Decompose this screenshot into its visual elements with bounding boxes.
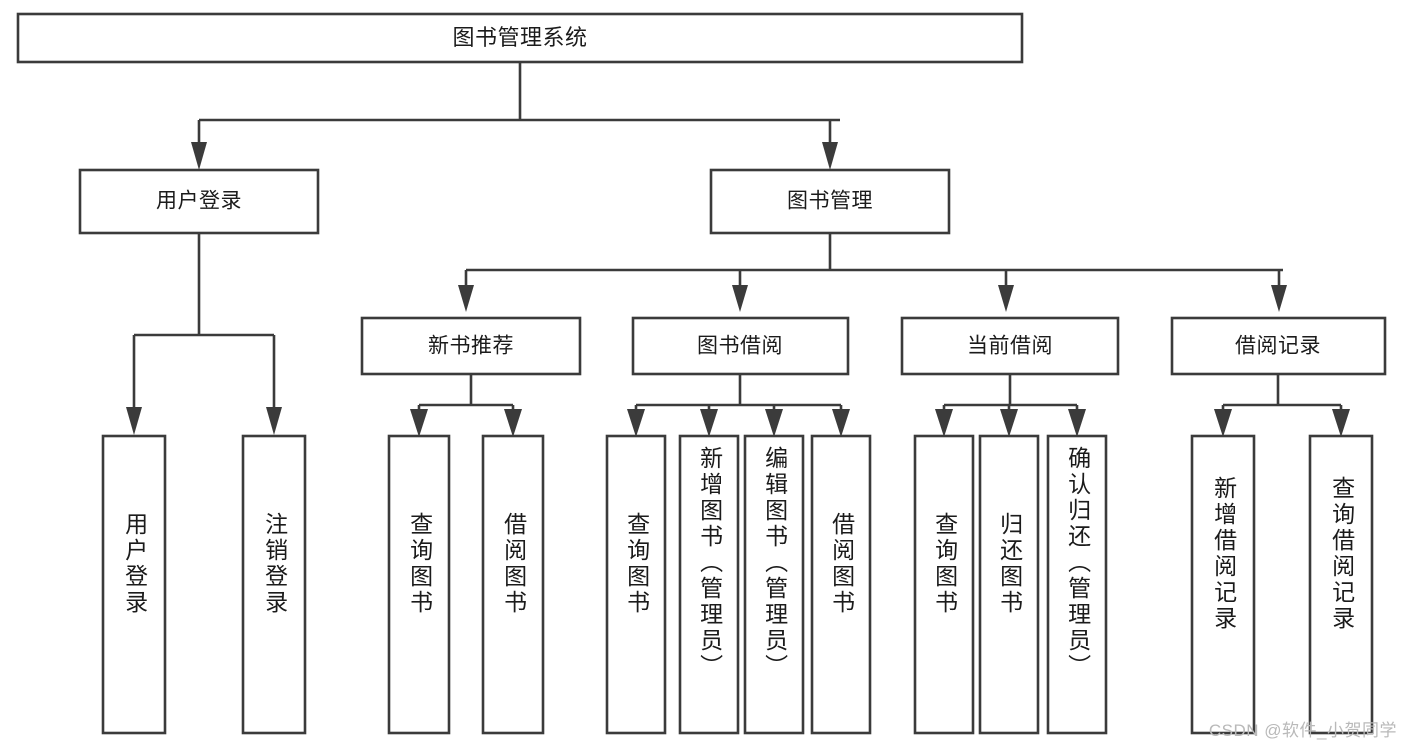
leaf-box-record-1[interactable] — [1190, 434, 1256, 735]
node-user-login[interactable]: 用户登录 — [78, 168, 320, 235]
arrow-head-icon — [504, 409, 522, 437]
node-book-borrow-label: 图书借阅 — [697, 335, 783, 358]
arrow-head-icon — [126, 407, 142, 435]
leaf-box-borrow-1[interactable] — [605, 434, 667, 735]
arrow-head-icon — [266, 407, 282, 435]
arrow-head-icon — [1271, 285, 1287, 312]
node-new-book-recommend[interactable]: 新书推荐 — [360, 316, 582, 376]
node-user-login-label: 用户登录 — [156, 190, 242, 213]
node-borrow-record[interactable]: 借阅记录 — [1170, 316, 1387, 376]
node-current-borrow[interactable]: 当前借阅 — [900, 316, 1120, 376]
arrow-head-icon — [822, 142, 838, 170]
leaf-box-borrow-4[interactable] — [810, 434, 872, 735]
connector-borrow-record-to-leaves — [1214, 374, 1350, 437]
node-root-box[interactable] — [16, 12, 1024, 64]
arrow-head-icon — [627, 409, 645, 437]
node-user-login-box[interactable] — [78, 168, 320, 235]
leaf-box-user-login-1[interactable] — [101, 434, 167, 735]
leaf-box-recommend-2[interactable] — [481, 434, 545, 735]
arrow-head-icon — [1068, 409, 1086, 437]
node-book-manage[interactable]: 图书管理 — [709, 168, 951, 235]
leaf-box-current-2[interactable] — [978, 434, 1040, 735]
connector-book-borrow-to-leaves — [627, 374, 850, 437]
leaf-box-borrow-2[interactable] — [678, 434, 740, 735]
arrow-head-icon — [1332, 409, 1350, 437]
arrow-head-icon — [765, 409, 783, 437]
node-root-label: 图书管理系统 — [452, 25, 587, 50]
leaf-box-user-login-2[interactable] — [241, 434, 307, 735]
leaf-box-record-2[interactable] — [1308, 434, 1374, 735]
arrow-head-icon — [1000, 409, 1018, 437]
node-book-borrow[interactable]: 图书借阅 — [631, 316, 850, 376]
connector-root-to-level1 — [191, 62, 840, 170]
connector-current-borrow-to-leaves — [935, 374, 1086, 437]
leaf-box-borrow-3[interactable] — [743, 434, 805, 735]
arrow-head-icon — [732, 285, 748, 312]
arrow-head-icon — [998, 285, 1014, 312]
arrow-head-icon — [832, 409, 850, 437]
watermark-text: CSDN @软件_小贺同学 — [1208, 721, 1397, 740]
node-new-book-recommend-box[interactable] — [360, 316, 582, 376]
leaf-box-current-3[interactable] — [1046, 434, 1108, 735]
node-borrow-record-label: 借阅记录 — [1235, 335, 1321, 358]
connector-recommend-to-leaves — [410, 374, 522, 437]
arrow-head-icon — [1214, 409, 1232, 437]
arrow-head-icon — [191, 142, 207, 170]
arrow-head-icon — [458, 285, 474, 312]
node-new-book-recommend-label: 新书推荐 — [428, 335, 514, 358]
node-book-manage-label: 图书管理 — [787, 190, 873, 213]
arrow-head-icon — [410, 409, 428, 437]
node-current-borrow-label: 当前借阅 — [967, 335, 1053, 358]
node-current-borrow-box[interactable] — [900, 316, 1120, 376]
leaf-box-recommend-1[interactable] — [387, 434, 451, 735]
arrow-head-icon — [700, 409, 718, 437]
node-root[interactable]: 图书管理系统 — [16, 12, 1024, 64]
leaf-box-current-1[interactable] — [913, 434, 975, 735]
connector-book-manage-to-level2 — [458, 233, 1287, 312]
connector-user-login-to-leaves — [126, 233, 282, 435]
arrow-head-icon — [935, 409, 953, 437]
